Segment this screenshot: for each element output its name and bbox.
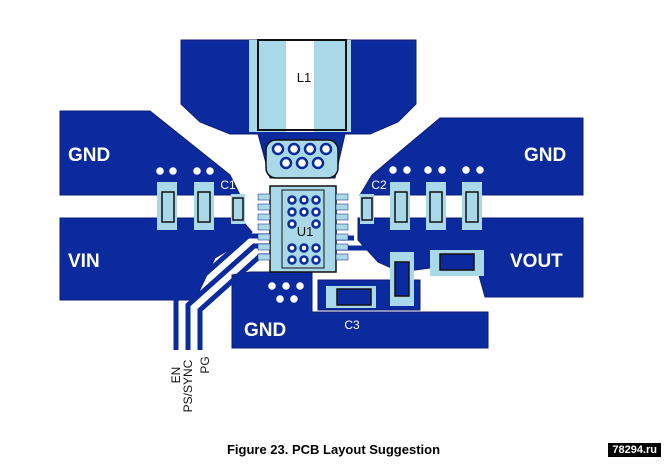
pg-label: PG xyxy=(198,356,212,373)
resistor-r2: R2 xyxy=(390,252,438,306)
trace-fb xyxy=(337,245,440,265)
copper-gnd-bottom xyxy=(231,271,489,349)
en-label: EN xyxy=(169,367,183,384)
vin-label: VIN xyxy=(68,251,100,272)
l1-center xyxy=(286,40,314,132)
gnd-left-label: GND xyxy=(68,145,110,166)
l1-pad-right xyxy=(314,40,351,132)
capacitor-c2: C2 xyxy=(360,178,482,230)
watermark: 78294.ru xyxy=(608,443,661,457)
c1-label: C1 xyxy=(220,178,236,192)
l1-label: L1 xyxy=(297,70,311,85)
l1-outline xyxy=(257,39,347,131)
gnd-right-label: GND xyxy=(524,145,566,166)
capacitor-c1: C1 xyxy=(157,178,245,230)
c3-label: C3 xyxy=(344,318,360,332)
u1-pins-left xyxy=(257,193,271,261)
c2-label: C2 xyxy=(371,178,387,192)
figure-caption: Figure 23. PCB Layout Suggestion xyxy=(226,442,441,457)
l1-pad-left xyxy=(249,40,286,132)
vout-label: VOUT xyxy=(510,251,563,272)
inductor-l1: L1 xyxy=(249,39,351,132)
vias xyxy=(153,142,487,306)
resistor-r1: R1 xyxy=(430,250,484,294)
capacitor-c3: C3 xyxy=(326,286,376,332)
r1-label: R1 xyxy=(461,280,477,294)
u1-label: U1 xyxy=(297,224,314,239)
ps-sync-label: PS/SYNC xyxy=(181,359,195,412)
pcb-layout-drawing: L1 U1 xyxy=(59,39,584,412)
u1-pins-right xyxy=(335,193,349,261)
gnd-bottom-label: GND xyxy=(244,320,286,341)
r2-label: R2 xyxy=(422,286,438,300)
